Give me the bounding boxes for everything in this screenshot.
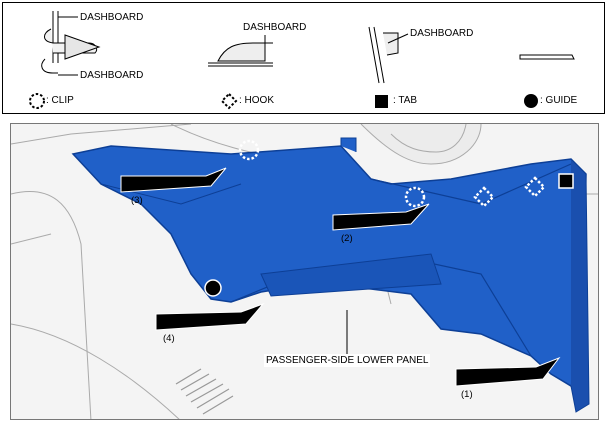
- hook-icon: [220, 92, 238, 110]
- strip-detail-drawing: [519, 54, 575, 60]
- step-label-3: (3): [131, 195, 143, 206]
- hook-marker-left: [473, 186, 495, 208]
- removal-arrow-2: [332, 203, 430, 231]
- clip-legend-label: : CLIP: [46, 95, 74, 106]
- tab-dashboard-label: DASHBOARD: [410, 28, 474, 39]
- part-name-label: PASSENGER-SIDE LOWER PANEL: [264, 354, 431, 367]
- tab-detail-drawing: [368, 26, 409, 84]
- removal-arrow-3: [120, 167, 227, 193]
- step-label-1: (1): [461, 389, 473, 400]
- hook-legend-label: : HOOK: [239, 95, 275, 106]
- clip-dashboard-label-top: DASHBOARD: [80, 12, 144, 23]
- removal-arrow-4: [155, 302, 265, 331]
- tab-marker: [558, 173, 574, 189]
- legend-drawings: [29, 11, 575, 110]
- hook-detail-drawing: [208, 35, 273, 67]
- hook-dashboard-label: DASHBOARD: [243, 22, 307, 33]
- clip-icon: [29, 93, 45, 109]
- guide-icon: [524, 94, 538, 108]
- lower-panel-shape: [71, 137, 590, 413]
- guide-legend-label: : GUIDE: [540, 95, 578, 106]
- illustration-drawing: [11, 124, 598, 419]
- clip-marker-right: [404, 186, 426, 208]
- removal-illustration: (3) (2) (4) (1): [10, 123, 599, 420]
- step-label-4: (4): [163, 333, 175, 344]
- tab-legend-label: : TAB: [393, 95, 418, 106]
- hook-marker-right: [524, 176, 546, 198]
- tab-icon: [375, 95, 388, 108]
- clip-dashboard-label-bottom: DASHBOARD: [80, 70, 144, 81]
- legend-box: DASHBOARD DASHBOARD DASHBOARD DASHBOARD …: [2, 2, 605, 114]
- removal-arrow-1: [455, 356, 561, 387]
- guide-marker: [204, 279, 222, 297]
- vent-grill: [175, 368, 234, 415]
- clip-detail-drawing: [41, 11, 101, 76]
- clip-marker-top: [238, 139, 260, 161]
- step-label-2: (2): [341, 233, 353, 244]
